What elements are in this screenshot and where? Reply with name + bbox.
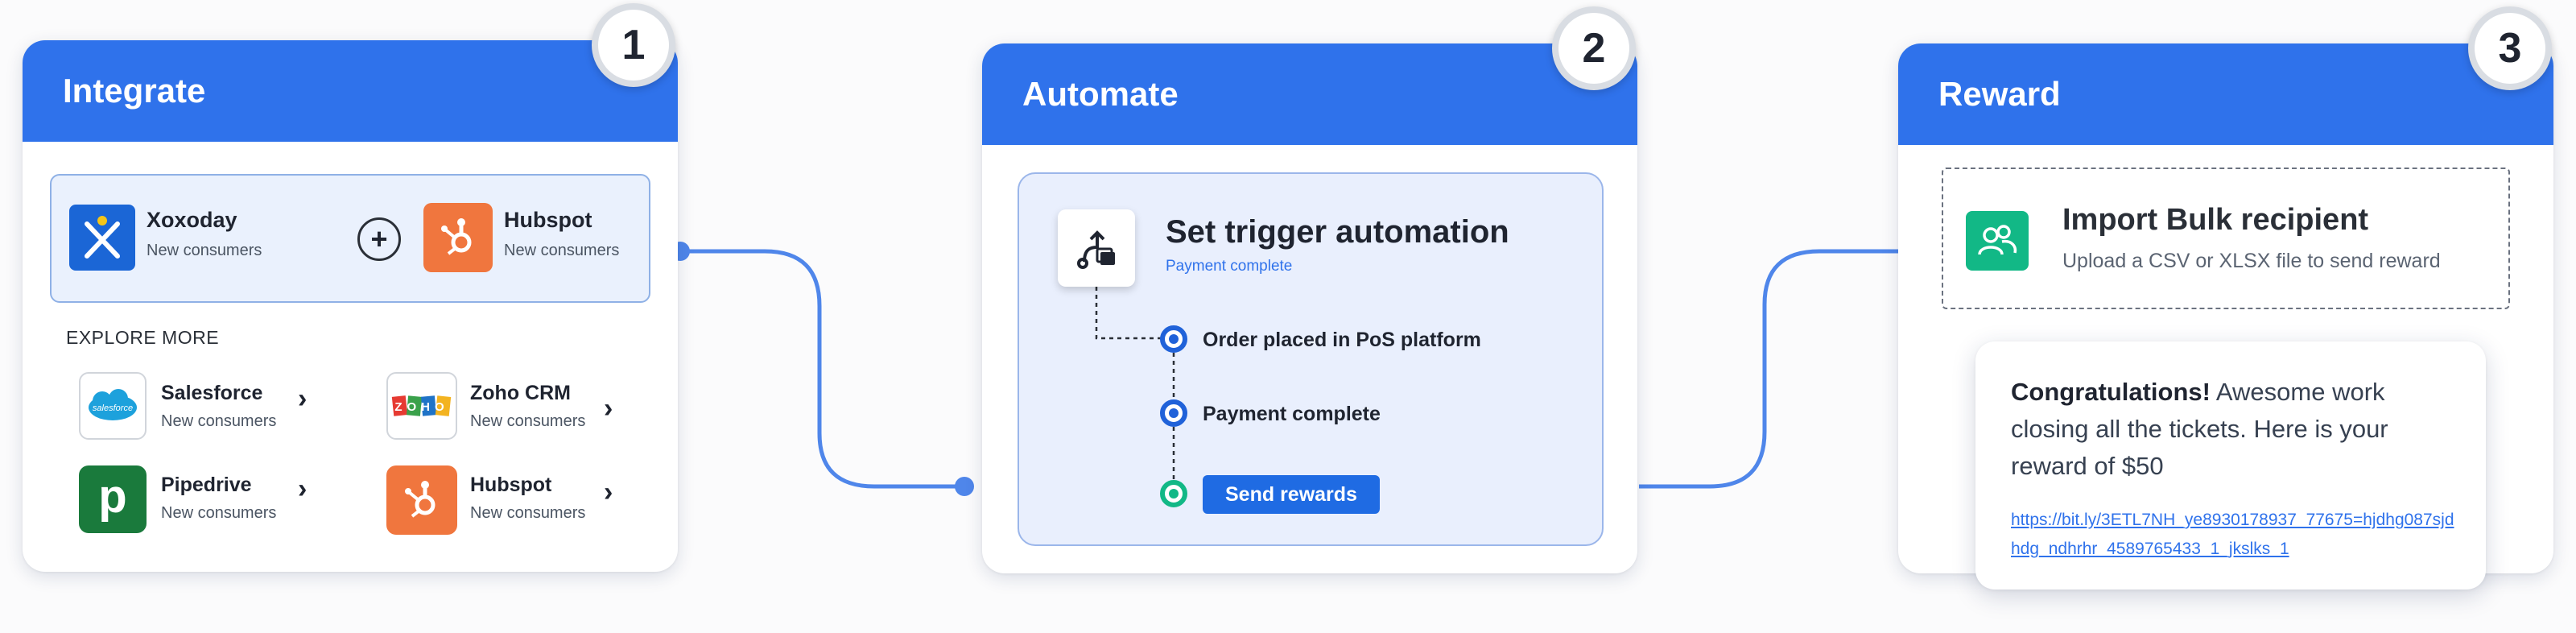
integration-name: Xoxoday xyxy=(147,208,237,232)
explore-item-name: Pipedrive xyxy=(161,474,252,496)
connector-automate-reward xyxy=(1639,249,1908,489)
zoho-logo-icon: ZOHO xyxy=(386,372,457,440)
trigger-title: Set trigger automation xyxy=(1166,214,1509,250)
automate-card: Automate Set trigger automation Payment … xyxy=(982,43,1637,573)
trigger-subtitle: Payment complete xyxy=(1166,258,1293,275)
trigger-automation-panel: Set trigger automation Payment complete … xyxy=(1018,172,1604,546)
explore-item-name: Hubspot xyxy=(470,474,552,496)
integration-subtitle: New consumers xyxy=(147,242,262,259)
hubspot-logo-icon xyxy=(423,203,493,272)
step-status-dot xyxy=(1160,325,1187,353)
chevron-right-icon: › xyxy=(604,393,613,424)
connector-end-dot xyxy=(955,477,974,496)
explore-item-subtitle: New consumers xyxy=(161,412,277,430)
integrate-header: Integrate xyxy=(23,40,678,142)
step-status-dot xyxy=(1160,399,1187,427)
step-order-placed: Order placed in PoS platform xyxy=(1203,329,1481,351)
explore-item-name: Zoho CRM xyxy=(470,382,571,404)
step-number-badge: 3 xyxy=(2468,6,2552,90)
import-subtitle: Upload a CSV or XLSX file to send reward xyxy=(2062,250,2441,272)
import-bulk-recipient-dropzone[interactable]: Import Bulk recipient Upload a CSV or XL… xyxy=(1942,168,2510,309)
step-number-badge: 2 xyxy=(1552,6,1636,90)
reward-message-text: Congratulations! Awesome work closing al… xyxy=(2011,374,2446,485)
step-number-badge: 1 xyxy=(592,3,675,87)
explore-item-name: Salesforce xyxy=(161,382,263,404)
explore-more-label: EXPLORE MORE xyxy=(66,327,220,348)
automate-header: Automate xyxy=(982,43,1637,145)
reward-header: Reward xyxy=(1898,43,2553,145)
explore-item-subtitle: New consumers xyxy=(470,504,586,522)
reward-message-card: Congratulations! Awesome work closing al… xyxy=(1975,341,2486,590)
zoho-logo-text: ZOHO xyxy=(394,400,448,414)
xoxoday-logo-icon xyxy=(69,205,135,271)
explore-item-subtitle: New consumers xyxy=(161,504,277,522)
selected-integrations: Xoxoday New consumers + Hubspot New cons… xyxy=(50,174,650,303)
send-rewards-button[interactable]: Send rewards xyxy=(1203,475,1380,514)
salesforce-logo-icon: salesforce xyxy=(79,372,147,440)
chevron-right-icon: › xyxy=(298,383,308,414)
plus-icon[interactable]: + xyxy=(357,217,401,261)
congrats-heading: Congratulations! xyxy=(2011,378,2211,406)
reward-link[interactable]: https://bit.ly/3ETL7NH_ye8930178937_7767… xyxy=(2011,511,2454,558)
salesforce-logo-text: salesforce xyxy=(93,403,133,413)
chevron-right-icon: › xyxy=(604,477,613,507)
integration-name: Hubspot xyxy=(504,208,592,232)
integration-subtitle: New consumers xyxy=(504,242,620,259)
pipedrive-logo-letter: p xyxy=(98,470,127,523)
pipedrive-logo-icon: p xyxy=(79,465,147,533)
import-title: Import Bulk recipient xyxy=(2062,203,2369,237)
recipients-icon xyxy=(1966,211,2029,271)
chevron-right-icon: › xyxy=(298,474,308,504)
trigger-automation-icon xyxy=(1058,209,1135,287)
step-payment-complete: Payment complete xyxy=(1203,403,1381,425)
integrate-card: Integrate Xoxoday New consumers + Hubspo… xyxy=(23,40,678,572)
explore-item-subtitle: New consumers xyxy=(470,412,586,430)
trigger-step-connector xyxy=(1095,287,1175,480)
congrats-body: Awesome work closing all the tickets. He… xyxy=(2011,378,2388,480)
connector-integrate-automate xyxy=(680,249,964,489)
step-status-dot xyxy=(1160,480,1187,507)
hubspot-logo-icon xyxy=(386,465,457,535)
